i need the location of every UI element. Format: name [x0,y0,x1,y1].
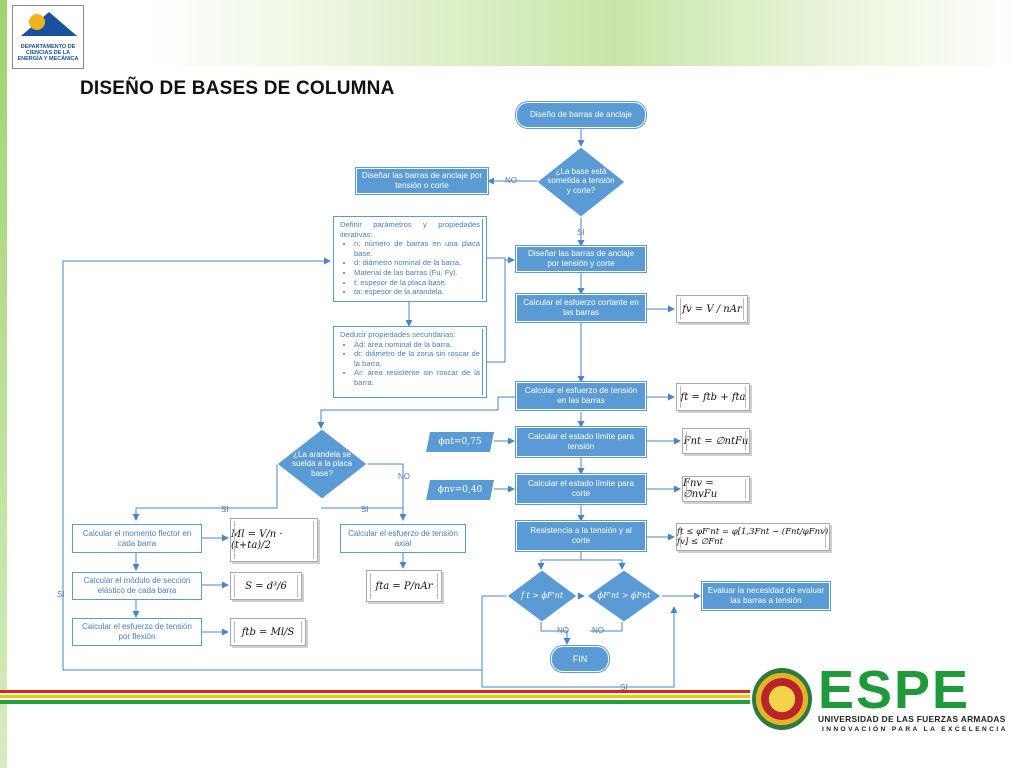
secondary-box: Deducir propiedades secundarias: Ad: áre… [333,326,487,398]
line-resistance-decisions [537,551,582,570]
label-no-4: NO [398,472,410,481]
university-seal-icon [752,668,812,730]
label-si-2: SI [620,683,628,692]
line-ft-si-loop [481,595,678,688]
label-si-3: SI [221,505,229,514]
bending-moment-step: Calcular el momento flector en cada barr… [72,524,202,553]
line-tension-washer [317,396,516,429]
secondary-dr: dr: diámetro de la zona sin roscar de la… [354,349,480,368]
header-band [0,0,1024,66]
line-dec-ft-no [540,622,571,645]
secondary-ad: Ad: área nominal de la barra.. [354,340,480,350]
left-accent-band [0,0,7,768]
params-heading: Definir parámetros y propiedades iterati… [340,220,480,239]
phi-nv-value: ϕnv=0,40 [426,480,494,500]
footer-stripes [0,690,750,706]
line-loop-back [62,596,482,671]
param-d: d: diámetro nominal de la barra. [354,258,480,268]
axial-tension-step: Calcular el esfuerzo de tensión axial [340,524,466,553]
decision-phi: ϕF'nt > ϕFnt [597,591,651,601]
resistance-step: Resistencia a la tensión y al corte [516,521,646,551]
decision-tension: ¿La base está sometida a tensión y corte… [547,166,615,195]
start-node: Diseño de barras de anclaje [516,102,646,128]
decision-washer: ¿La arandela se suelda a la placa base? [291,449,353,478]
secondary-heading: Deducir propiedades secundarias: [340,330,456,339]
limit-tension-step: Calcular el estado límite para tensión [516,427,646,457]
phi-nt-value: ϕnt=0,75 [426,432,494,452]
espe-logo: ESPE UNIVERSIDAD DE LAS FUERZAS ARMADAS … [752,660,1012,736]
label-no-3: NO [592,626,604,635]
label-si-4: SI [361,505,369,514]
end-node: FIN [551,646,609,672]
formula-ft: ft = ftb + fta [676,383,750,411]
line-resistance-decisions-2 [581,559,626,570]
label-si-5: SI [57,590,65,599]
design-tension-or-shear: Diseñar las barras de anclaje por tensió… [356,168,488,194]
section-modulus-step: Calcular el módulo de sección elástico d… [72,572,202,600]
espe-tagline: INNOVACIÓN PARA LA EXCELENCIA [822,726,1008,733]
formula-interaction: ft ≤ φF'nt = φ[1,3Fnt − (Fnt/φFnv) fv] ≤… [676,523,830,551]
flexural-tension-step: Calcular el esfuerzo de tensión por flex… [72,618,202,646]
logo-sun-icon [29,14,45,30]
params-box: Definir parámetros y propiedades iterati… [333,216,487,302]
line-dec-phi-no [590,622,623,632]
param-t: t: espesor de la placa base. [354,278,480,288]
formula-fnt: Fnt = ∅ntFu [682,428,750,454]
department-logo-text: DEPARTAMENTO DE CIENCIAS DE LA ENERGÍA Y… [17,44,79,62]
formula-fta: fta = P/nAr [366,570,442,602]
param-n: n: número de barras en una placa base. [354,239,480,258]
secondary-ar: Ar: área resistente sin roscar de la bar… [354,368,480,387]
tension-stress-step: Calcular el esfuerzo de tensión en las b… [516,382,646,410]
espe-subtitle: UNIVERSIDAD DE LAS FUERZAS ARMADAS [818,714,1006,724]
espe-wordmark: ESPE [818,660,971,720]
page-title: DISEÑO DE BASES DE COLUMNA [80,78,395,99]
param-material: Material de las barras (Fu, Fy). [354,268,480,278]
decision-ft: f t > ϕF'nt [520,591,564,601]
line-washer-si-left [132,464,278,521]
formula-s: S = d³/6 [230,572,302,600]
label-si-1: SI [577,228,585,237]
decision-washer-shape [276,428,368,500]
decision-ft-shape [506,569,578,623]
design-tension-and-shear: Diseñar las barras de anclaje por tensió… [516,246,646,272]
department-logo: DEPARTAMENTO DE CIENCIAS DE LA ENERGÍA Y… [12,5,84,69]
formula-ftb: ftb = Ml/S [230,618,306,646]
label-no-2: NO [557,626,569,635]
line-left-loop-up [62,257,331,596]
line-params-loop [487,257,506,363]
decision-tension-shape [536,146,626,218]
param-ta: ta: espesor de la arandela. [354,287,480,297]
formula-fnv: Fnv = ∅nvFu [682,476,750,502]
line-washer-no [366,463,407,521]
label-no-1: NO [505,176,517,185]
decision-phi-shape [586,569,662,623]
formula-ml: Ml = V/n · (t+ta)/2 [230,518,318,562]
formula-fv: fv = V / nAr [676,295,748,323]
evaluate-step: Evaluar la necesidad de evaluar las barr… [702,582,830,610]
limit-shear-step: Calcular el estado límite para corte [516,474,646,504]
shear-stress-step: Calcular el esfuerzo cortante en las bar… [516,294,646,322]
